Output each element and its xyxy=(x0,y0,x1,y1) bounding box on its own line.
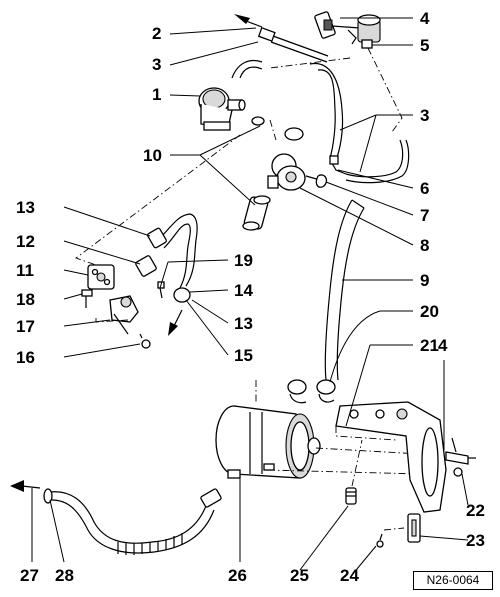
callout-16: 16 xyxy=(16,348,35,367)
callout-13-mid: 13 xyxy=(234,314,253,333)
pump-bracket xyxy=(335,401,447,513)
guide-line-25 xyxy=(351,439,363,487)
callout-23: 23 xyxy=(466,531,485,550)
callout-12: 12 xyxy=(16,232,35,251)
pressure-hose xyxy=(324,199,365,381)
callout-27: 27 xyxy=(20,566,39,585)
guide-line-bracket xyxy=(335,426,397,441)
callout-8: 8 xyxy=(420,236,429,255)
callout-20: 20 xyxy=(420,302,439,321)
callout-3-top-left: 3 xyxy=(152,55,161,74)
callout-22: 22 xyxy=(466,501,485,520)
callout-19: 19 xyxy=(234,251,253,270)
bolt-16 xyxy=(139,333,151,349)
callout-4-top: 4 xyxy=(420,9,430,28)
bolt-24 xyxy=(376,533,384,548)
callout-13-top: 13 xyxy=(16,198,35,217)
leader-lines xyxy=(31,17,469,576)
secondary-air-pump xyxy=(215,405,321,479)
callout-7: 7 xyxy=(420,206,429,225)
guide-line-left-1 xyxy=(75,134,241,266)
callout-24: 24 xyxy=(340,566,359,585)
solenoid-valve-top xyxy=(314,11,381,49)
vacuum-hose-right xyxy=(329,139,410,184)
callout-3-right: 3 xyxy=(420,106,429,125)
flow-arrow-top xyxy=(234,14,263,28)
flow-arrow-bottom-left xyxy=(10,480,41,492)
vacuum-valve xyxy=(267,153,328,191)
callout-18: 18 xyxy=(16,290,35,309)
callout-11: 11 xyxy=(16,261,34,280)
connecting-pipe-upper xyxy=(248,103,304,141)
guide-line-mid xyxy=(269,119,277,141)
pipe-with-gaskets xyxy=(135,213,198,303)
intake-hose xyxy=(43,488,222,555)
solenoid-valve-lower xyxy=(445,437,476,477)
callout-26: 26 xyxy=(228,566,247,585)
clip-23 xyxy=(407,513,421,543)
guide-line-pump-2 xyxy=(267,469,421,475)
callout-5: 5 xyxy=(420,36,429,55)
callout-6: 6 xyxy=(420,179,429,198)
reference-code: N26-0064 xyxy=(413,571,493,590)
callout-25: 25 xyxy=(290,566,309,585)
flow-arrow-left xyxy=(168,309,183,336)
callout-numbers: 2 3 1 10 4 5 3 6 7 8 9 20 21 4 13 12 11 … xyxy=(16,9,485,585)
callout-17: 17 xyxy=(16,317,35,336)
guide-line-valve xyxy=(367,47,403,133)
callout-28: 28 xyxy=(55,566,74,585)
callout-1: 1 xyxy=(152,85,161,104)
connecting-pipe-lower xyxy=(242,195,271,231)
combination-valve xyxy=(198,87,246,131)
vacuum-hose-top xyxy=(231,27,344,161)
bolt-25 xyxy=(345,487,357,505)
callout-15: 15 xyxy=(234,346,253,365)
callout-10: 10 xyxy=(143,146,162,165)
guide-line-valve-b xyxy=(269,57,351,69)
guide-line-24 xyxy=(383,527,405,531)
callout-9: 9 xyxy=(420,271,429,290)
hose-connectors xyxy=(287,379,336,404)
corrugated-section xyxy=(117,533,183,555)
flange-assembly xyxy=(81,264,139,335)
callout-14: 14 xyxy=(234,281,253,300)
callout-2: 2 xyxy=(152,24,161,43)
callout-21: 21 xyxy=(420,336,439,355)
